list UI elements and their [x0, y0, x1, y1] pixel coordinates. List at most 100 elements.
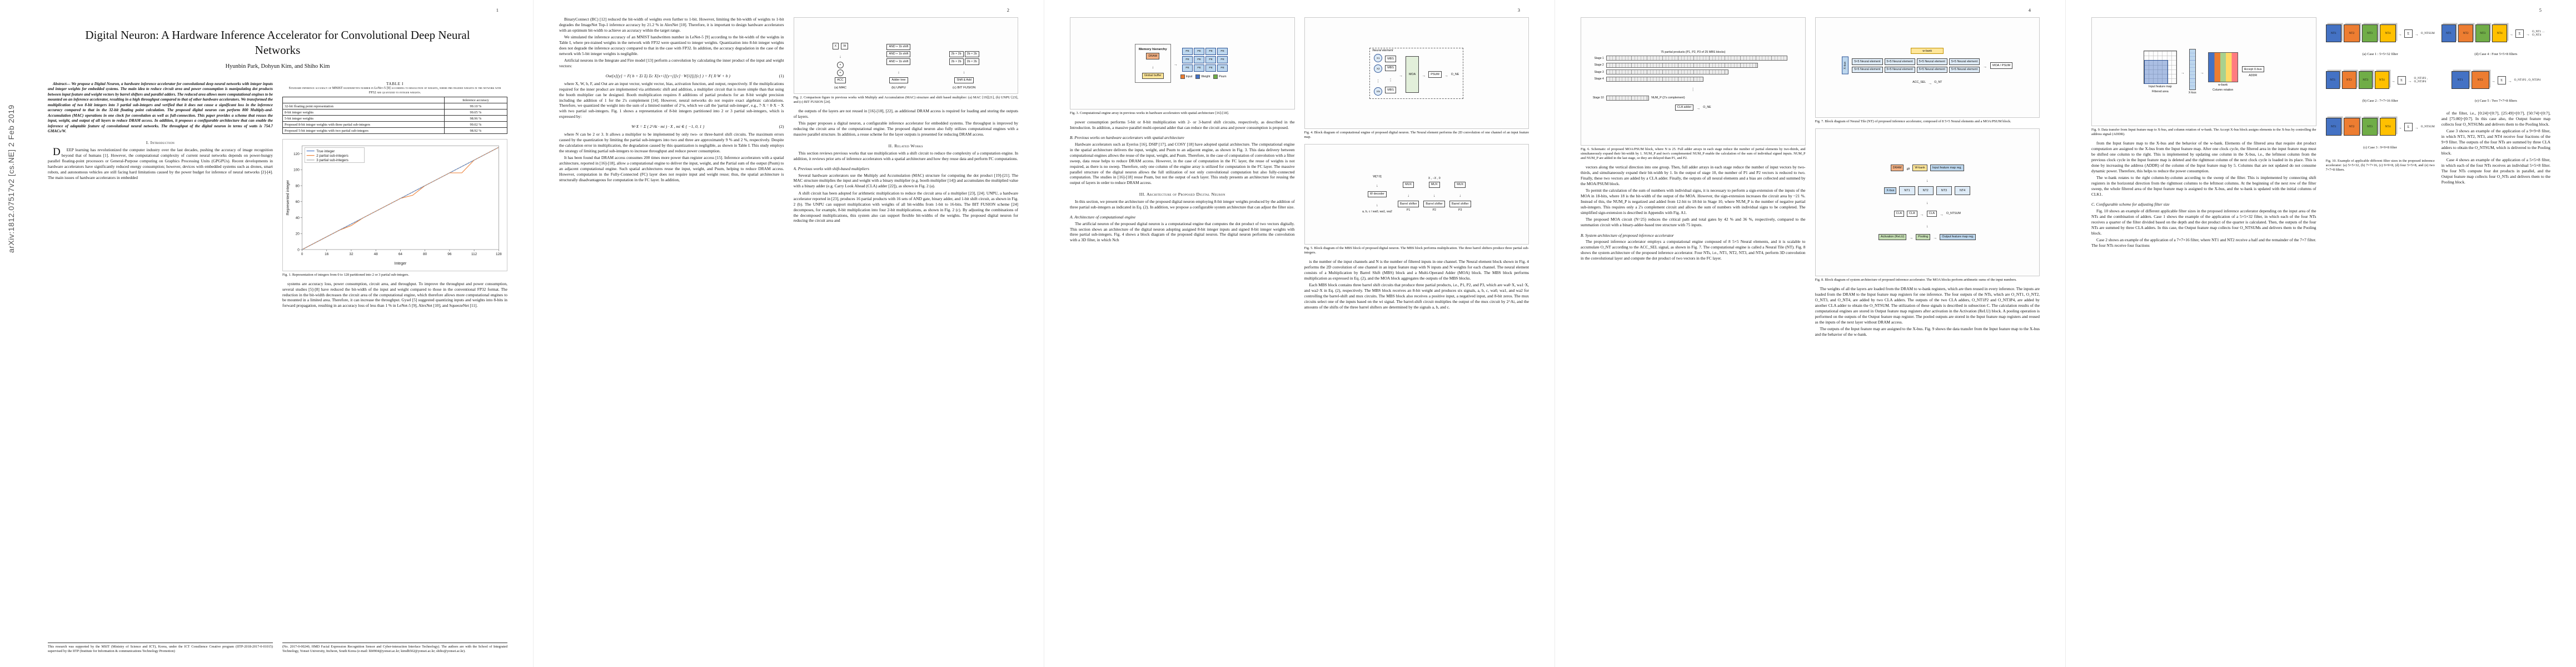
decoder-signals-label: a, b, c / wa0, wa1, wa2	[1362, 210, 1392, 214]
branch-2: MUX Barrel shifter P2	[1423, 181, 1445, 212]
adder-stage: Stage 10 NUM_P (2's complement)	[1588, 95, 1798, 101]
fig6-output-row: CLA adder O_NE	[1675, 102, 1711, 112]
figure-caption: Fig. 3. Computational engine array in pr…	[1070, 111, 1229, 115]
adder-sum-box: Σ	[2404, 29, 2413, 38]
svg-text:60: 60	[296, 201, 300, 205]
subsection-heading: C. Configurable scheme for adjusting fil…	[2091, 202, 2170, 207]
pe-box: PE	[1182, 56, 1193, 63]
filter-case: NT1NT2NT3NT4ΣO_NT1 … O_NT4(d) Case 4 : F…	[2441, 17, 2550, 56]
svg-text:96: 96	[447, 252, 452, 256]
stage-label: Stage 1	[1594, 56, 1604, 60]
body-paragraph: The outputs of the Input feature map are…	[1815, 326, 2040, 337]
column-rotation-label: Column rotation	[2212, 88, 2234, 92]
body-paragraph: The proposed MOA circuit (N=25) reduces …	[1581, 217, 1806, 228]
fig7-output-row: ACC_SEL O_NT	[1912, 77, 1942, 87]
case-label: (e) Case 5 : Two 7×7×8 filters	[2474, 99, 2517, 103]
body-paragraph: We simulated the inference accuracy of a…	[559, 34, 784, 57]
full-adder-array	[1606, 62, 1758, 68]
legend-psum-label: Psum	[1219, 75, 1227, 78]
fig8-figure: DRAM W-bank Input feature map reg. X-bus…	[1815, 128, 2040, 282]
filter-slab: NT4	[2380, 118, 2396, 136]
body-paragraph: the outputs of the layers are not reused…	[793, 108, 1019, 120]
subsection-heading: A. Architecture of computational engine	[1070, 215, 1136, 220]
pe-box: PE	[1217, 56, 1228, 63]
fig9-diagram: Input feature map Filtered area X-bus w-…	[2091, 17, 2316, 126]
body-paragraph: Each MBS block contains three barrel shi…	[1304, 282, 1529, 310]
svg-text:0: 0	[297, 248, 300, 252]
case-diagram: NT1NT2ΣO_NT1P2 , O_NT3P4	[2442, 64, 2550, 96]
arrow-right-icon	[2398, 28, 2402, 38]
page3-left-column: Memory hierarchy DRAM Global buffer PE P…	[1070, 17, 1295, 654]
x-bus-box: X-bus	[1884, 187, 1897, 194]
fig3-legend: Input Weight Psum	[1180, 74, 1230, 79]
neural-element-box: 5×5 Neural element	[1884, 66, 1915, 73]
subsection-heading: B. System architecture of proposed infer…	[1581, 232, 1674, 238]
svg-text:2 partial sub-integers: 2 partial sub-integers	[316, 154, 348, 158]
w-bank-label: w-bank	[2218, 83, 2228, 87]
pe-box: PE	[1205, 48, 1217, 55]
body-paragraph: To permit the calculation of the sum of …	[1581, 188, 1806, 216]
body-paragraph: DEEP learning has revolutionized the com…	[48, 146, 273, 180]
arrow-right-icon	[2415, 28, 2419, 38]
pe-box: PE	[1194, 56, 1205, 63]
case-label: (b) Case 2 : 7×7×16 filter	[2362, 99, 2398, 103]
ntsum-label: O_NTSUM	[1946, 212, 1961, 216]
x-bus-bar	[2189, 48, 2196, 90]
arrow-down-icon	[1926, 197, 1929, 207]
output-label: O_NT	[1934, 80, 1942, 84]
filter-slab: NT4	[2380, 24, 2396, 42]
neural-element-box: 5×5 Neural element	[1852, 58, 1883, 65]
page5-right-column: NT1NT2NT3NT4ΣO_NTSUM(a) Case 1 : 5×5×32 …	[2325, 17, 2550, 654]
legend-input-label: Input	[1185, 75, 1193, 78]
page3-right-column: Neural element X1 X2 XN MBS MBS MBS MOA …	[1304, 17, 1529, 654]
adder-stage: Stage 3	[1588, 69, 1798, 75]
psum-color-swatch	[1213, 74, 1218, 79]
filter-slab: NT1	[2325, 24, 2342, 42]
fusion-cell: 2b × 2b	[964, 51, 979, 58]
fig2-fusion-panel: 2b × 2b 2b × 2b 2b × 2b 2b × 2b Shift & …	[949, 51, 979, 89]
arrow-right-icon	[2181, 67, 2185, 77]
equation-body: Out[x][y] = F( b + Σi Σj Σc X[x+i][y+j][…	[605, 73, 730, 78]
fig6-figure: 75 partial products (P1, P2, P3 of 25 MB…	[1581, 17, 1806, 161]
fig3-figure: Memory hierarchy DRAM Global buffer PE P…	[1070, 17, 1295, 116]
x-bus-bar: X-bus	[1842, 57, 1849, 74]
table-caption: Standard inference accuracy of MNIST han…	[288, 87, 501, 94]
filter-slab: NT3	[2358, 71, 2373, 89]
arrow-down-icon	[1926, 175, 1929, 185]
body-paragraph: Fig. 10 shows an example of different ap…	[2091, 208, 2316, 236]
svg-text:64: 64	[398, 252, 403, 256]
body-paragraph: Case 4 shows an example of the applicati…	[2441, 157, 2550, 185]
input-feature-map-grid	[2143, 50, 2177, 84]
p2-label: P2	[1432, 208, 1436, 212]
arrow-right-icon	[1940, 208, 1944, 218]
mux-box: MUX	[1403, 181, 1414, 188]
ellipsis-icon	[1376, 75, 1380, 85]
svg-text:0: 0	[301, 252, 303, 256]
mac-accumulator: ACC	[835, 77, 846, 83]
psum-box: PSUM	[1428, 71, 1442, 78]
case-output-label: O_NTSUM	[2420, 125, 2435, 128]
case-diagram: NT1NT2NT3NT4ΣO_NTSUM	[2325, 111, 2435, 143]
moa-inputs-label: 75 partial products (P1, P2, P3 of 25 MB…	[1660, 50, 1726, 54]
global-buffer-box: Global buffer	[1142, 72, 1164, 79]
case-output-label: O_NTSUM	[2420, 32, 2435, 35]
input-node: X2	[1374, 64, 1383, 73]
accept-x-bus-panel: Accept X-bus ADDR	[2241, 66, 2264, 77]
case-diagram: NT1NT2NT3NT4ΣO_NT1 … O_NT4	[2441, 17, 2550, 49]
svg-text:32: 32	[349, 252, 353, 256]
column-header: Inference accuracy	[444, 97, 507, 104]
body-paragraph: The w-bank rotates to the right column-b…	[2091, 175, 2316, 197]
legend-weight-label: Weight	[1201, 75, 1210, 78]
cla-adder-box: CLA	[1894, 210, 1905, 217]
memory-hierarchy-panel: Memory hierarchy DRAM Global buffer	[1134, 44, 1171, 83]
arrow-down-icon	[1376, 199, 1378, 209]
arrow-right-icon	[1909, 232, 1913, 242]
filter-case: NT1NT2NT3NT4ΣO_NTSUM(a) Case 1 : 5×5×32 …	[2325, 17, 2435, 56]
body-paragraph: A shift circuit has been adopted for ari…	[793, 190, 1019, 223]
case-output-label: O_NT1P2 , O_NT3P4	[2514, 78, 2541, 82]
figure-caption: Fig. 7. Block diagram of Neural Tile (NT…	[1815, 120, 2011, 123]
paper-title: Digital Neuron: A Hardware Inference Acc…	[85, 28, 470, 57]
equation: W·X = Σ ( 2^Ai · mi ) · X , mi ∈ { −1, 0…	[559, 124, 784, 129]
